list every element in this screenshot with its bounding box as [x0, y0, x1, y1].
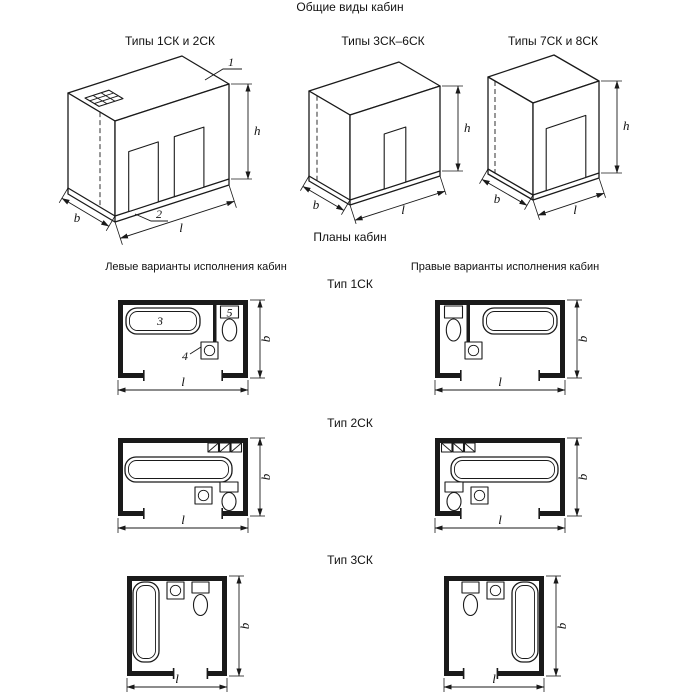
svg-text:l: l — [179, 220, 183, 235]
iso-caption-2: Типы 3СК–6СК — [341, 34, 425, 48]
svg-text:l: l — [498, 374, 502, 389]
svg-text:b: b — [575, 335, 590, 342]
iso-view-types-3-6: h b l — [300, 61, 471, 225]
plan-type3-left: l b — [126, 575, 252, 692]
dimension-b: b — [567, 437, 590, 517]
svg-text:h: h — [254, 123, 261, 138]
sheet-title: Общие виды кабин — [296, 0, 404, 14]
type1-label: Тип 1СК — [327, 277, 373, 291]
cabin-box — [487, 54, 600, 201]
dimension-l: l — [349, 175, 447, 225]
door-opening-2 — [173, 126, 205, 198]
svg-text:l: l — [492, 671, 496, 686]
plan-type2-left: l b — [117, 437, 273, 533]
plan-type1-right: l b — [434, 299, 590, 395]
roof-vent-grille — [84, 89, 124, 107]
iso-caption-1: Типы 1СК и 2СК — [125, 34, 215, 48]
svg-text:h: h — [623, 118, 630, 133]
dimension-h: h — [442, 85, 471, 172]
svg-text:l: l — [573, 202, 577, 217]
dimension-b: b — [250, 437, 273, 517]
type2-label: Тип 2СК — [327, 416, 373, 430]
dimension-l: l — [443, 671, 545, 692]
svg-text:b: b — [258, 335, 273, 342]
svg-text:l: l — [401, 202, 405, 217]
svg-text:l: l — [181, 374, 185, 389]
plan-walls-and-fixtures-mirrored — [443, 575, 545, 680]
dimension-l: l — [434, 374, 566, 395]
svg-text:b: b — [313, 197, 320, 212]
dimension-l: l — [532, 177, 606, 220]
svg-text:l: l — [498, 512, 502, 527]
svg-text:b: b — [237, 622, 252, 629]
dimension-l: l — [117, 374, 249, 395]
iso-view-types-1-2: 1 2 h b l — [58, 55, 261, 245]
dimension-l: l — [434, 512, 566, 533]
type3-label: Тип 3СК — [327, 553, 373, 567]
plan-type1-left: 3 4 5 l b — [117, 299, 273, 395]
cabin-box — [308, 61, 441, 206]
svg-text:b: b — [575, 473, 590, 480]
dimension-l: l — [117, 512, 249, 533]
callout-5: 5 — [227, 306, 233, 320]
dimension-l: l — [126, 671, 228, 692]
callout-3: 3 — [156, 314, 163, 328]
callout-4: 4 — [182, 349, 188, 363]
svg-text:h: h — [464, 120, 471, 135]
svg-text:b: b — [74, 210, 81, 225]
plans-title: Планы кабин — [313, 230, 387, 244]
door-opening — [545, 114, 587, 192]
svg-text:b: b — [494, 191, 501, 206]
dimension-b: b — [479, 168, 534, 210]
callout-4-leader — [189, 346, 202, 355]
dimension-h: h — [601, 80, 630, 174]
plan-type3-right: l b — [443, 575, 569, 692]
dimension-b: b — [300, 175, 351, 215]
svg-text:l: l — [175, 671, 179, 686]
door-opening — [383, 126, 407, 190]
plan-walls-and-fixtures — [126, 575, 228, 680]
dimension-b: b — [567, 299, 590, 379]
dimension-b: b — [546, 575, 569, 677]
dimension-b: b — [250, 299, 273, 379]
plan-walls-and-fixtures-mirrored — [434, 437, 566, 520]
dimension-b: b — [58, 187, 116, 232]
svg-text:l: l — [181, 512, 185, 527]
svg-text:b: b — [258, 473, 273, 480]
dimension-h: h — [231, 83, 261, 180]
right-variants-heading: Правые варианты исполнения кабин — [410, 261, 600, 273]
svg-text:b: b — [554, 622, 569, 629]
plan-walls-and-fixtures — [117, 437, 249, 520]
left-variants-heading: Левые варианты исполнения кабин — [105, 261, 287, 273]
dimension-b: b — [229, 575, 252, 677]
plan-walls-and-fixtures-mirrored — [434, 299, 566, 382]
cabin-box — [67, 55, 230, 223]
svg-text:1: 1 — [228, 55, 234, 69]
iso-caption-3: Типы 7СК и 8СК — [508, 34, 598, 48]
callout-1: 1 — [204, 55, 242, 81]
door-opening-1 — [128, 141, 159, 213]
iso-view-types-7-8: h b l — [479, 54, 630, 220]
dimension-l: l — [114, 184, 237, 245]
svg-text:2: 2 — [156, 207, 162, 221]
plan-type2-right: l b — [434, 437, 590, 533]
